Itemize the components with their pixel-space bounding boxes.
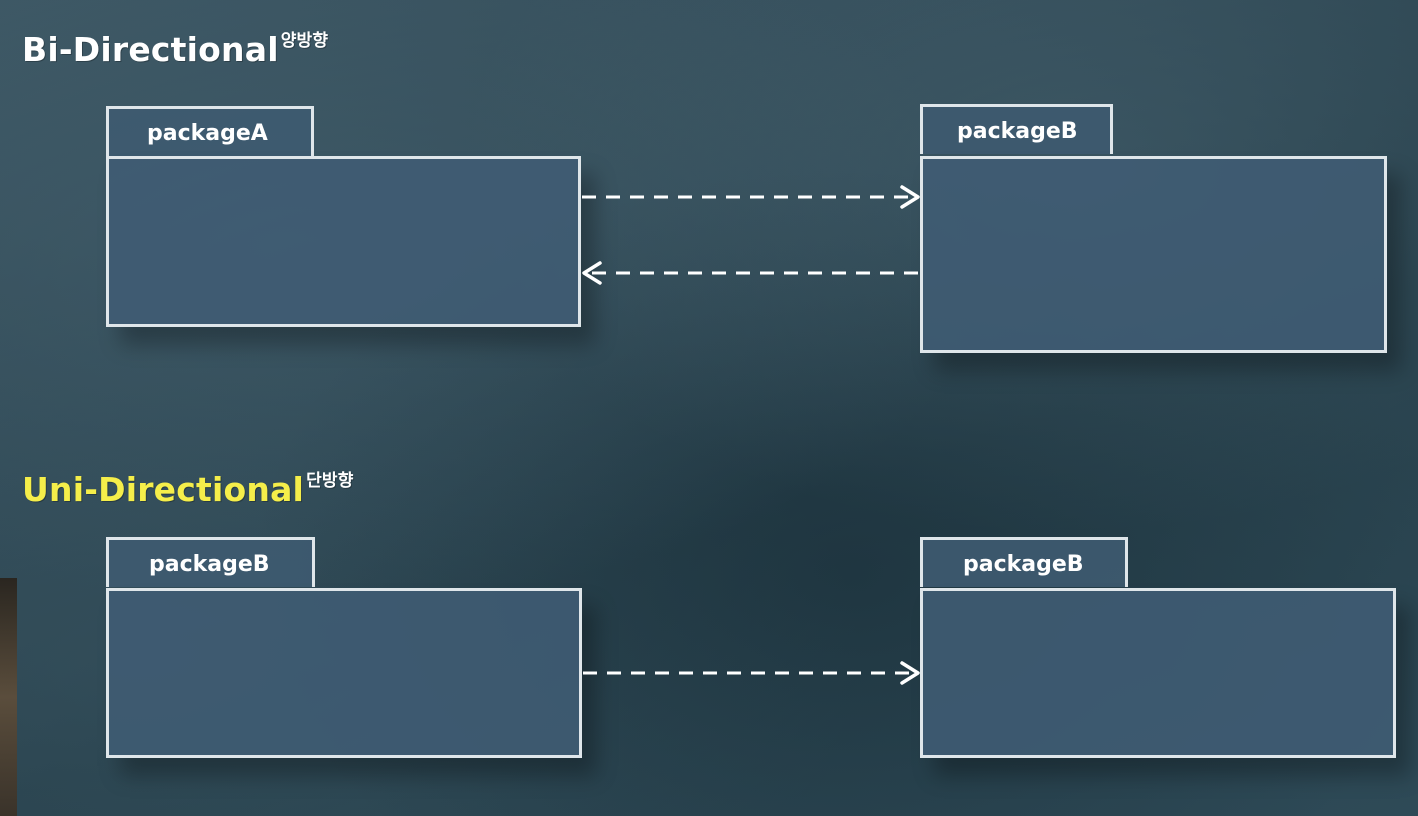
package-tab: packageB [920, 104, 1113, 154]
bi-directional-title: Bi-Directional [22, 30, 279, 69]
bi-directional-subtitle: 양방향 [280, 31, 329, 51]
package-box-bi-right: packageB [920, 104, 1387, 353]
package-tab: packageB [106, 537, 315, 587]
package-body [920, 156, 1387, 353]
package-label: packageB [149, 552, 270, 577]
arrowhead-icon [582, 261, 602, 285]
package-label: packageA [147, 121, 268, 146]
package-box-uni-right: packageB [920, 537, 1396, 758]
arrow-uni [583, 661, 920, 685]
package-label: packageB [957, 119, 1078, 144]
arrowhead-icon [900, 185, 920, 209]
uni-directional-subtitle: 단방향 [306, 471, 354, 491]
package-tab: packageB [920, 537, 1128, 587]
package-body [920, 588, 1396, 758]
package-box-bi-left: packageA [106, 106, 581, 327]
package-box-uni-left: packageB [106, 537, 582, 758]
package-body [106, 156, 581, 327]
package-body [106, 588, 582, 758]
package-label: packageB [963, 552, 1084, 577]
uni-directional-title: Uni-Directional [22, 470, 305, 509]
package-tab: packageA [106, 106, 314, 156]
arrowhead-icon [900, 661, 920, 685]
arrow-a-to-b [582, 185, 920, 209]
left-edge-strip [0, 578, 17, 816]
arrow-b-to-a [582, 261, 918, 285]
